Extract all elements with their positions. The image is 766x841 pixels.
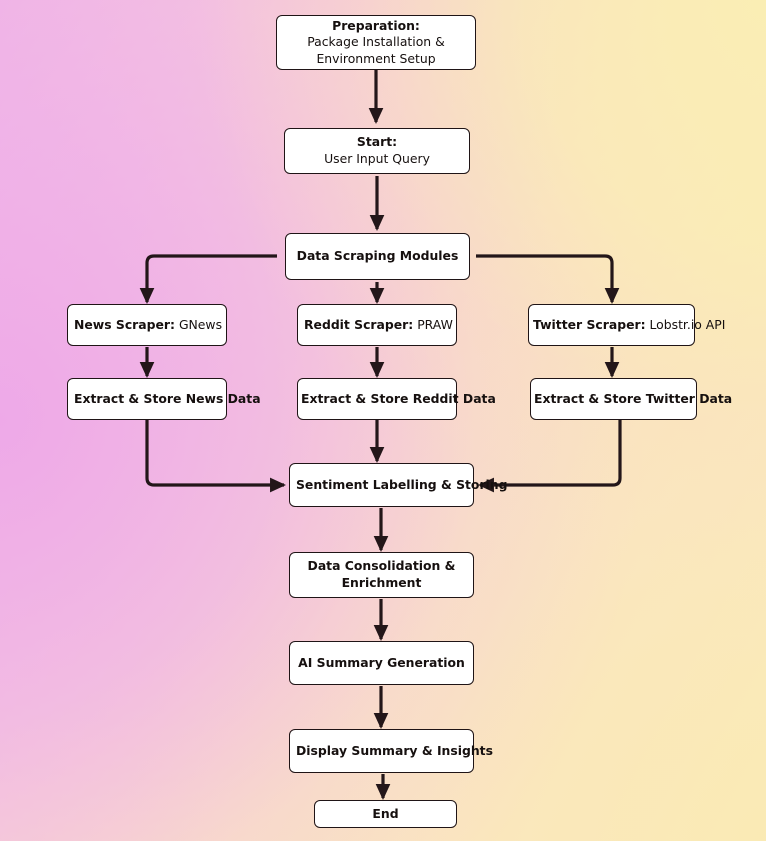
node-extract-reddit-label: Extract & Store Reddit Data: [301, 390, 496, 406]
node-reddit-scraper[interactable]: Reddit Scraper: PRAW: [297, 304, 457, 346]
edge-extracttwitter-sentiment: [478, 420, 622, 493]
edge-extractnews-sentiment: [145, 420, 286, 493]
node-reddit-scraper-title: Reddit Scraper:: [304, 316, 414, 332]
node-news-scraper[interactable]: News Scraper: GNews: [67, 304, 227, 346]
node-news-scraper-value: GNews: [175, 316, 223, 332]
node-data-consolidation-line2: Enrichment: [341, 575, 422, 590]
node-start[interactable]: Start: User Input Query: [284, 128, 470, 174]
node-reddit-scraper-value: PRAW: [413, 316, 453, 332]
node-start-title: Start:: [356, 134, 398, 150]
node-display-summary-label: Display Summary & Insights: [296, 742, 493, 758]
node-data-consolidation[interactable]: Data Consolidation & Enrichment: [289, 552, 474, 598]
node-preparation[interactable]: Preparation: Package Installation & Envi…: [276, 15, 476, 70]
node-extract-news-label: Extract & Store News Data: [74, 390, 261, 406]
node-preparation-title: Preparation:: [332, 17, 420, 33]
node-start-line2: User Input Query: [324, 151, 430, 166]
edge-scraping-twitter: [476, 254, 620, 304]
node-data-consolidation-line1: Data Consolidation &: [307, 558, 456, 574]
node-sentiment-labelling-label: Sentiment Labelling & Storing: [296, 476, 508, 492]
node-news-scraper-title: News Scraper:: [74, 316, 175, 332]
node-extract-twitter-label: Extract & Store Twitter Data: [534, 390, 733, 406]
node-twitter-scraper-title: Twitter Scraper:: [533, 316, 646, 332]
node-end-label: End: [372, 805, 399, 821]
node-data-scraping-modules[interactable]: Data Scraping Modules: [285, 233, 470, 280]
node-ai-summary-generation-label: AI Summary Generation: [298, 654, 465, 670]
node-twitter-scraper-value: Lobstr.io API: [645, 316, 726, 332]
node-extract-news[interactable]: Extract & Store News Data: [67, 378, 261, 420]
node-extract-twitter[interactable]: Extract & Store Twitter Data: [530, 378, 732, 420]
node-data-scraping-modules-label: Data Scraping Modules: [296, 248, 459, 264]
node-ai-summary-generation[interactable]: AI Summary Generation: [289, 641, 474, 685]
edge-scraping-news: [139, 254, 277, 304]
node-preparation-line3: Environment Setup: [316, 50, 436, 66]
node-sentiment-labelling[interactable]: Sentiment Labelling & Storing: [289, 463, 508, 507]
node-extract-reddit[interactable]: Extract & Store Reddit Data: [297, 378, 496, 420]
node-display-summary[interactable]: Display Summary & Insights: [289, 729, 493, 773]
node-end[interactable]: End: [314, 800, 457, 828]
node-preparation-line2: Package Installation &: [307, 34, 445, 50]
node-twitter-scraper[interactable]: Twitter Scraper: Lobstr.io API: [528, 304, 725, 346]
